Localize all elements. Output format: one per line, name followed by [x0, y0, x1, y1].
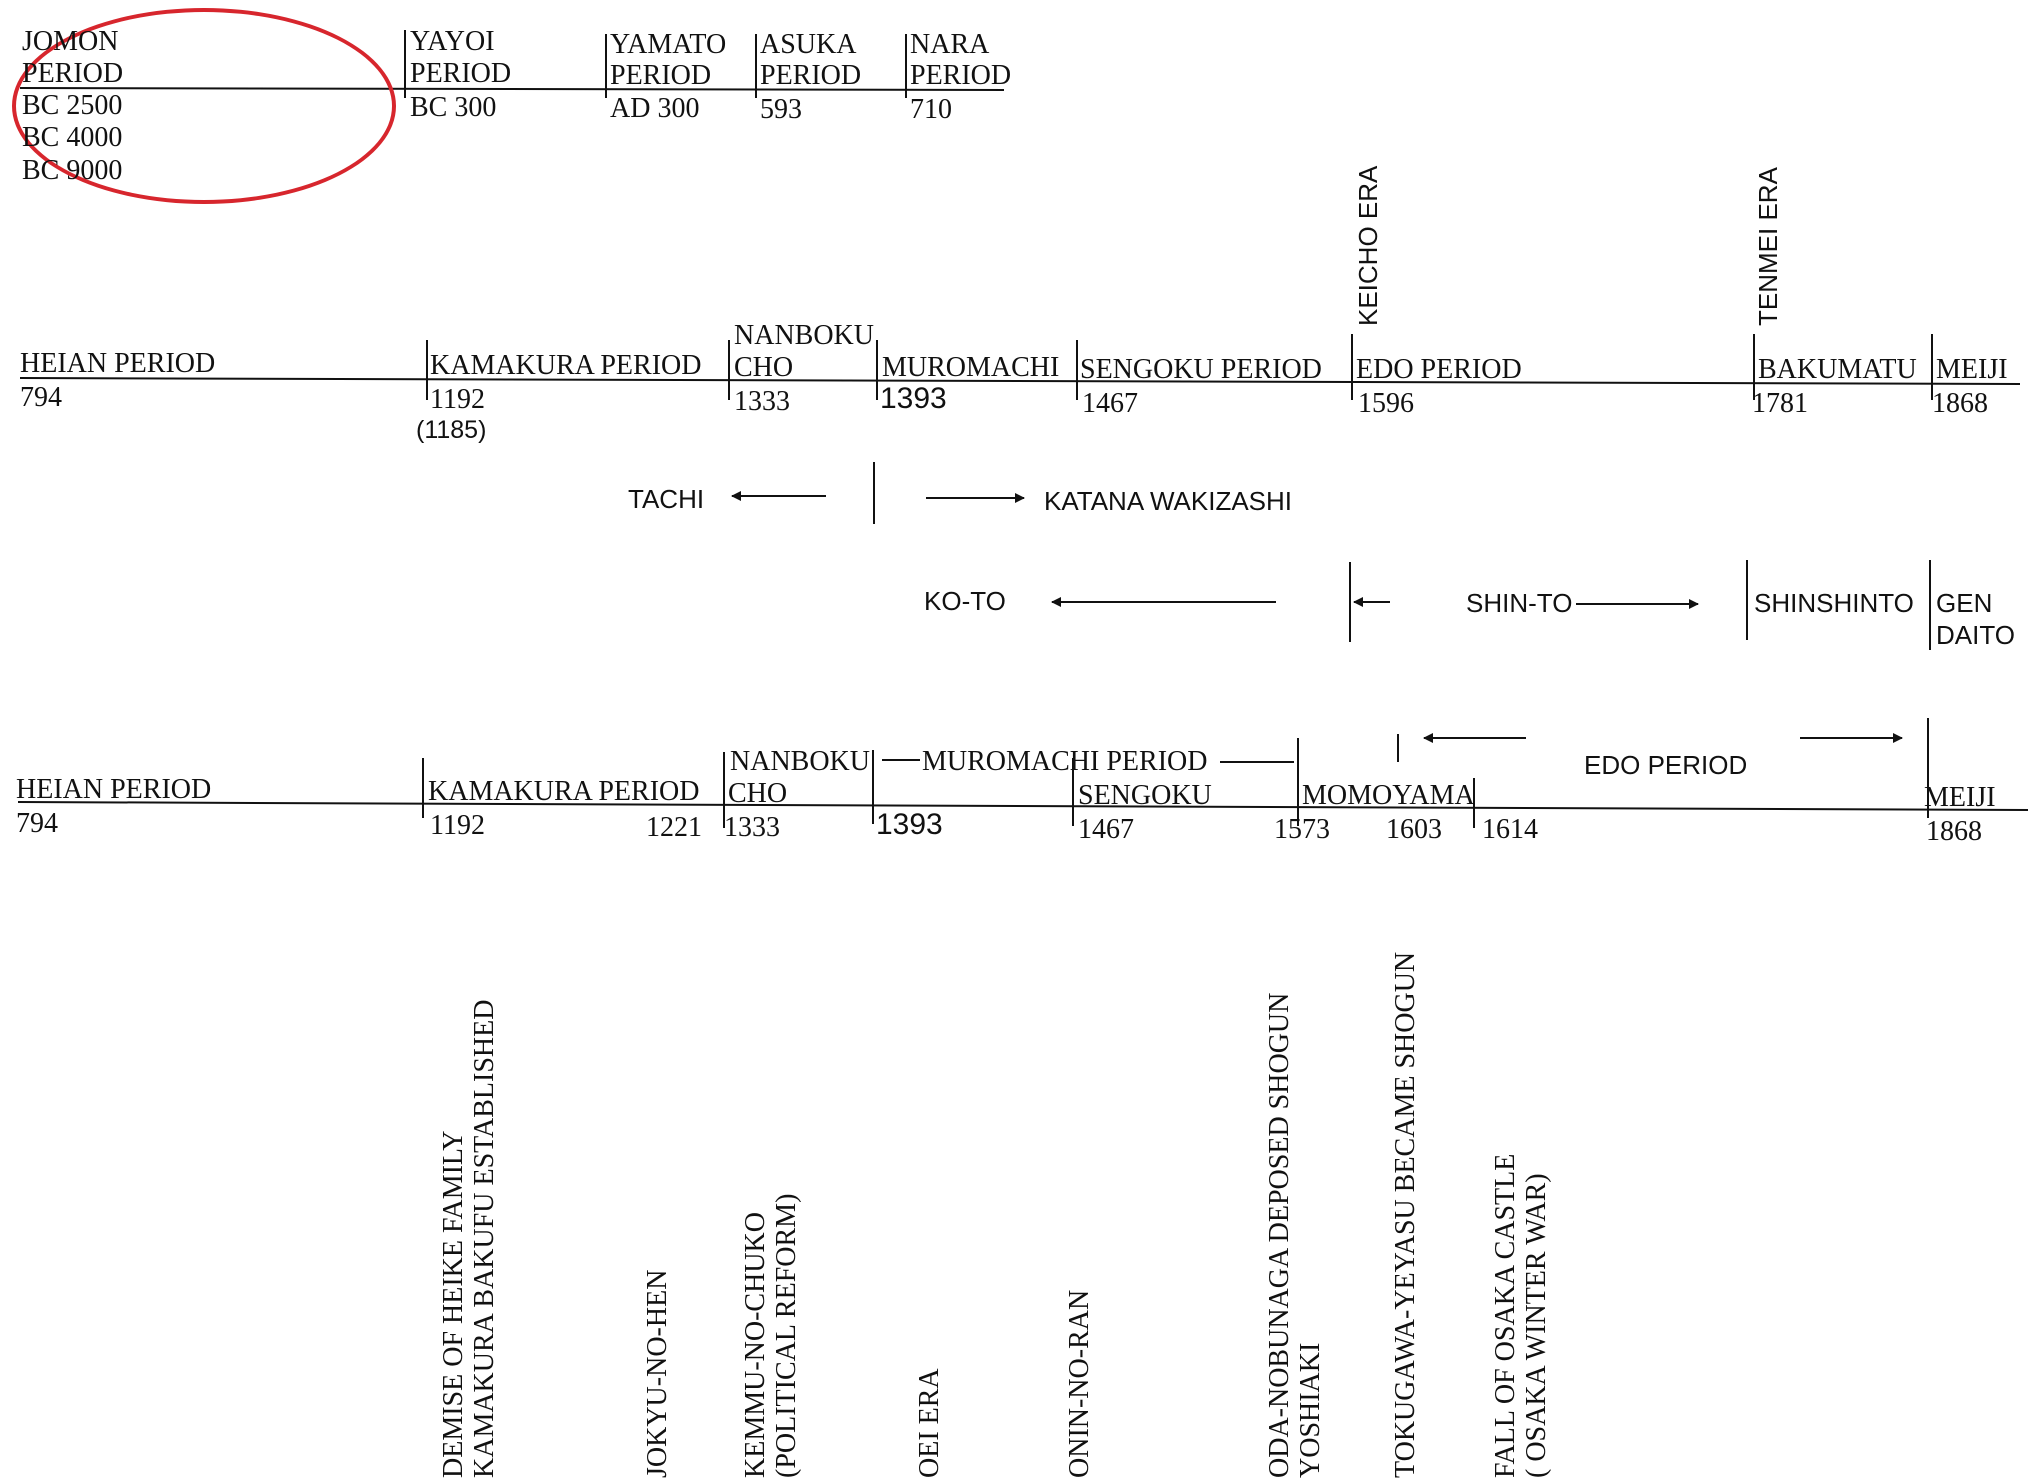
row2-keicho-era: KEICHO ERA	[1353, 165, 1383, 326]
sword-shinto: SHIN-TO	[1466, 588, 1573, 618]
yamato-label-line2: PERIOD	[610, 60, 712, 91]
row2-edo-date: 1596	[1358, 388, 1414, 419]
row2-sengoku-label: SENGOKU PERIOD	[1080, 354, 1322, 385]
row3-kamakura-date: 1192	[430, 810, 485, 841]
jomon-label-line2: PERIOD	[22, 58, 124, 89]
row3-sengoku-label: SENGOKU	[1078, 780, 1212, 811]
row2-edo-label: EDO PERIOD	[1356, 354, 1522, 385]
yamato-label-line1: YAMATO	[610, 29, 727, 60]
row2-heian-date: 794	[20, 382, 62, 413]
row3-meiji-date: 1868	[1926, 816, 1982, 847]
row2-muromachi-date: 1393	[880, 382, 947, 415]
row3-kamakura-end-date: 1221	[646, 812, 702, 843]
row3-nanboku-date: 1333	[724, 812, 780, 843]
row3-kamakura-label: KAMAKURA PERIOD	[428, 776, 700, 807]
event-heike: DEMISE OF HEIKE FAMILY KAMAKURA BAKUFU E…	[438, 999, 501, 1478]
asuka-date: 593	[760, 94, 802, 125]
row3-heian-label: HEIAN PERIOD	[16, 774, 212, 805]
row2-sengoku-date: 1467	[1082, 388, 1138, 419]
jomon-date-2: BC 4000	[22, 122, 123, 153]
asuka-label-line1: ASUKA	[760, 29, 857, 60]
row3-muromachi-label: MUROMACHI PERIOD	[922, 746, 1208, 777]
nara-label-line1: NARA	[910, 29, 990, 60]
highlight-circle	[12, 8, 396, 204]
yayoi-date: BC 300	[410, 92, 497, 123]
row2-nanboku-label-line2: CHO	[734, 352, 794, 383]
row3-momoyama-date: 1573	[1274, 814, 1330, 845]
row3-muromachi-date: 1393	[876, 808, 943, 841]
jomon-date-1: BC 2500	[22, 90, 123, 121]
row2-heian-label: HEIAN PERIOD	[20, 348, 216, 379]
row2-kamakura-date: 1192	[430, 384, 485, 415]
nara-label-line2: PERIOD	[910, 60, 1012, 91]
event-kemmu: KEMMU-NO-CHUKO (POLITICAL REFORM)	[740, 1193, 803, 1478]
event-tokugawa: TOKUGAWA-YEYASU BECAME SHOGUN	[1390, 951, 1421, 1478]
sword-tachi: TACHI	[628, 484, 705, 514]
row3-momoyama-label: MOMOYAMA	[1302, 780, 1475, 811]
event-oda: ODA-NOBUNAGA DEPOSED SHOGUN YOSHIAKI	[1264, 992, 1327, 1478]
row3-momoyama-date2: 1603	[1386, 814, 1442, 845]
row2-tenmei-era: TENMEI ERA	[1753, 167, 1783, 326]
event-jokyu: JOKYU-NO-HEN	[642, 1269, 673, 1478]
row3-nanboku-label-line1: NANBOKU	[730, 746, 870, 777]
yayoi-label-line2: PERIOD	[410, 58, 512, 89]
row3-nanboku-label-line2: CHO	[728, 778, 788, 809]
sword-shinshinto: SHINSHINTO	[1754, 588, 1914, 618]
row2-nanboku-date: 1333	[734, 386, 790, 417]
event-oei: OEI ERA	[914, 1368, 945, 1478]
sword-gendaito-line2: DAITO	[1936, 620, 2015, 650]
row2-nanboku-label-line1: NANBOKU	[734, 320, 874, 351]
yamato-date: AD 300	[610, 93, 700, 124]
row2-bakumatu-date: 1781	[1752, 388, 1808, 419]
nara-date: 710	[910, 94, 952, 125]
sword-gendaito-line1: GEN	[1936, 588, 1993, 618]
row2-bakumatu-label: BAKUMATU	[1758, 354, 1917, 385]
event-osaka: FALL OF OSAKA CASTLE ( OSAKA WINTER WAR)	[1490, 1153, 1553, 1478]
row3-edo-date: 1614	[1482, 814, 1538, 845]
sword-katana-wakizashi: KATANA WAKIZASHI	[1044, 486, 1293, 516]
event-onin: ONIN-NO-RAN	[1064, 1289, 1095, 1478]
row2-kamakura-alt-date: (1185)	[416, 416, 487, 444]
row2-muromachi-label: MUROMACHI	[882, 352, 1060, 383]
row3-heian-date: 794	[16, 808, 58, 839]
row2-meiji-date: 1868	[1932, 388, 1988, 419]
yayoi-label-line1: YAYOI	[410, 26, 495, 57]
asuka-label-line2: PERIOD	[760, 60, 862, 91]
jomon-date-3: BC 9000	[22, 155, 123, 186]
row2-axis	[19, 377, 2021, 385]
row3-edo-label: EDO PERIOD	[1584, 750, 1748, 780]
row3-sengoku-date: 1467	[1078, 814, 1134, 845]
sword-koto: KO-TO	[924, 586, 1006, 616]
row3-meiji-label: MEIJI	[1924, 782, 1996, 813]
row3-axis	[17, 801, 2029, 811]
row2-kamakura-label: KAMAKURA PERIOD	[430, 350, 702, 381]
row2-meiji-label: MEIJI	[1936, 354, 2008, 385]
jomon-label-line1: JOMON	[22, 26, 119, 57]
